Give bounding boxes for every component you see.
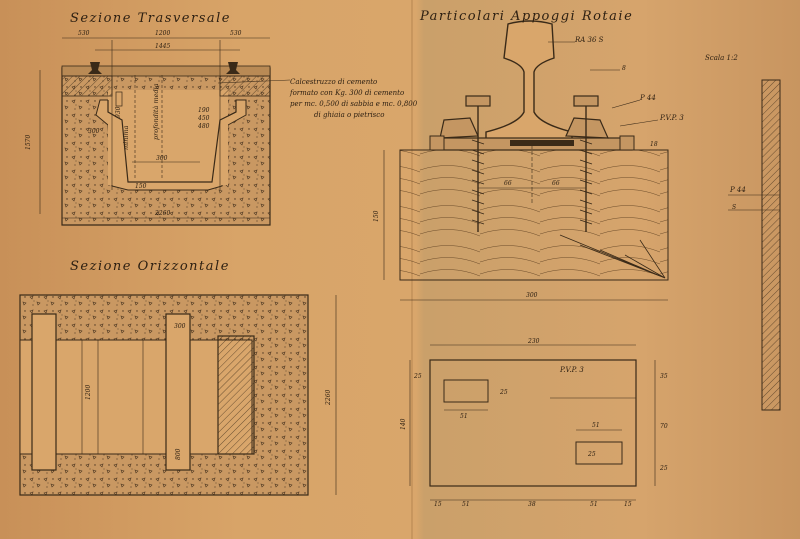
label-pad: P.V.P. 3 — [659, 114, 684, 122]
right-edge-detail — [728, 79, 781, 411]
label-rail: RA 36 S — [574, 36, 604, 44]
dim-pv-height: 140 — [400, 418, 407, 430]
dim-rd-left: 66 — [504, 180, 512, 187]
dim-hs-800: 800 — [175, 448, 182, 460]
dim-pv-51b: 51 — [592, 422, 600, 429]
dim-cs-v4: 190 — [198, 107, 210, 114]
rail-profile — [485, 20, 573, 147]
rail-detail-drawing — [383, 20, 669, 301]
note-line-1: Calcestruzzo di cemento — [290, 78, 377, 86]
dim-pv-25b: 25 — [499, 389, 508, 396]
scale-label: Scala 1:2 — [705, 54, 738, 62]
title-rail-details: Particolari Appoggi Rotaie — [419, 9, 633, 24]
dim-cs-depth: 150 — [135, 183, 147, 190]
dim-pv-bottom-51b: 51 — [590, 501, 598, 508]
dim-rd-right: 66 — [552, 180, 560, 187]
dim-cs-height: 1570 — [25, 135, 32, 150]
note-line-4: di ghiaia o pietrisco — [314, 111, 384, 119]
label-plate: P 44 — [639, 94, 656, 102]
label-minima: minima — [122, 125, 130, 150]
dim-rd-h: 150 — [373, 210, 380, 222]
dim-pv-25a: 25 — [413, 373, 422, 380]
dim-cs-top-mid: 1200 — [155, 30, 170, 37]
dim-pv-bottom-15a: 15 — [434, 501, 442, 508]
dim-hs-width: 1200 — [85, 385, 92, 400]
cross-section-drawing — [39, 37, 291, 226]
dim-hs-height: 2260 — [325, 390, 332, 406]
dim-cs-side: 300 — [88, 128, 100, 135]
label-pad-right: P 44 — [729, 186, 746, 194]
label-eight: 8 — [622, 65, 626, 72]
label-pvp3-title: P.V.P. 3 — [559, 366, 584, 374]
dim-cs-v3: 480 — [197, 123, 210, 130]
dim-pv-25r: 25 — [587, 451, 596, 458]
dim-cs-v2: 450 — [197, 115, 210, 122]
label-profondita: profondità media — [152, 83, 160, 140]
dim-pv-70: 70 — [660, 423, 668, 430]
dim-pv-bottom-38: 38 — [528, 501, 536, 508]
title-cross-section: Sezione Trasversale — [70, 11, 231, 26]
dim-hs-300: 300 — [174, 323, 186, 330]
label-s: S — [732, 204, 736, 211]
note-line-3: per mc. 0,500 di sabbia e mc. 0,800 — [290, 100, 418, 108]
pvp3-plate-drawing — [409, 344, 656, 501]
title-horizontal-section: Sezione Orizzontale — [70, 259, 230, 274]
dim-rd-18: 18 — [650, 141, 658, 148]
dim-pv-25s: 25 — [659, 465, 668, 472]
dim-pv-51a: 51 — [460, 413, 468, 420]
dim-pv-width: 230 — [527, 338, 540, 345]
dim-cs-bottom: 2260 — [154, 210, 170, 217]
note-line-2: formato con Kg. 300 di cemento — [289, 89, 404, 97]
horizontal-section-drawing — [19, 294, 337, 496]
dim-cs-inner: 300 — [156, 155, 168, 162]
dim-pv-bottom-15b: 15 — [624, 501, 632, 508]
dim-rd-base: 300 — [526, 292, 538, 299]
dim-cs-total: 1445 — [155, 43, 170, 50]
dim-pv-bottom-51a: 51 — [462, 501, 470, 508]
dim-pv-35: 35 — [660, 373, 668, 380]
dim-cs-top-left: 530 — [78, 30, 90, 37]
dim-cs-v1: 930 — [115, 106, 122, 118]
dim-cs-top-right: 530 — [230, 30, 242, 37]
